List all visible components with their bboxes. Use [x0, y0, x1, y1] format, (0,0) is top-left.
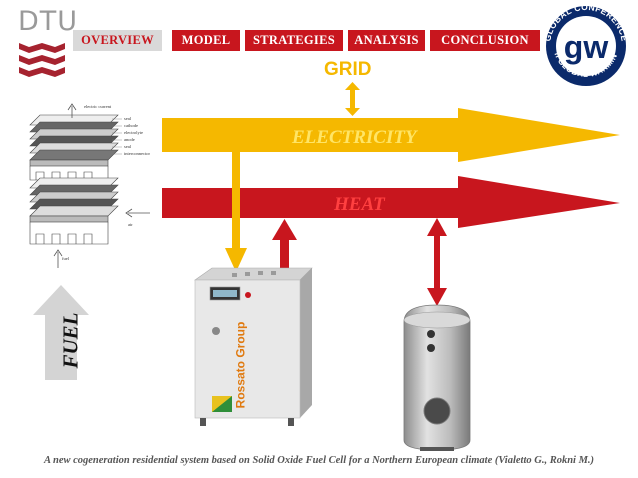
cogeneration-unit [194, 267, 313, 426]
nav-tab-model[interactable]: MODEL [172, 30, 240, 51]
nav-tab-analysis[interactable]: ANALYSIS [348, 30, 425, 51]
stack-label-electrolyte: electrolyte [124, 130, 143, 135]
stack-label-seal-2: seal [124, 144, 131, 149]
electricity-label: ELECTRICITY [292, 127, 417, 148]
nav-tab-overview[interactable]: OVERVIEW [73, 30, 162, 51]
fuel-arrow [33, 285, 89, 380]
stack-label-cathode: cathode [124, 123, 138, 128]
dtu-logo-chevrons [19, 43, 65, 77]
stack-label-seal: seal [124, 116, 131, 121]
electricity-arrow [162, 108, 620, 162]
stack-label-interconnector: interconnector [124, 151, 150, 156]
fuel-label: FUEL [58, 311, 83, 369]
nav-tab-conclusion[interactable]: CONCLUSION [430, 30, 540, 51]
unit-brand-box: Rossato Group [215, 322, 265, 409]
grid-label: GRID [324, 59, 372, 80]
grid-double-arrow [345, 82, 360, 116]
footer-caption: A new cogeneration residential system ba… [43, 455, 595, 466]
fuel-label-box: FUEL [46, 300, 96, 380]
stack-label-air: air [128, 222, 133, 227]
heat-arrow [162, 176, 620, 228]
stack-label-electric-current: electric current [84, 104, 112, 109]
badge-letters: gw [564, 29, 609, 65]
hot-water-tank [403, 304, 471, 451]
electricity-to-unit-arrow [225, 152, 247, 272]
stack-label-fuel: fuel [62, 256, 69, 261]
conference-badge: GLOBAL CONFERENCE on GLOBAL WARMING gw [540, 2, 629, 86]
heat-label: HEAT [334, 194, 385, 215]
heat-from-unit-arrow [272, 219, 297, 270]
fuel-cell-stack-illustration [29, 103, 150, 268]
unit-brand-text: Rossato Group [233, 321, 248, 409]
nav-tab-strategies[interactable]: STRATEGIES [245, 30, 343, 51]
stack-label-anode: anode [124, 137, 135, 142]
dtu-logo-text: DTU [18, 6, 79, 37]
heat-to-tank-double-arrow [427, 218, 447, 306]
